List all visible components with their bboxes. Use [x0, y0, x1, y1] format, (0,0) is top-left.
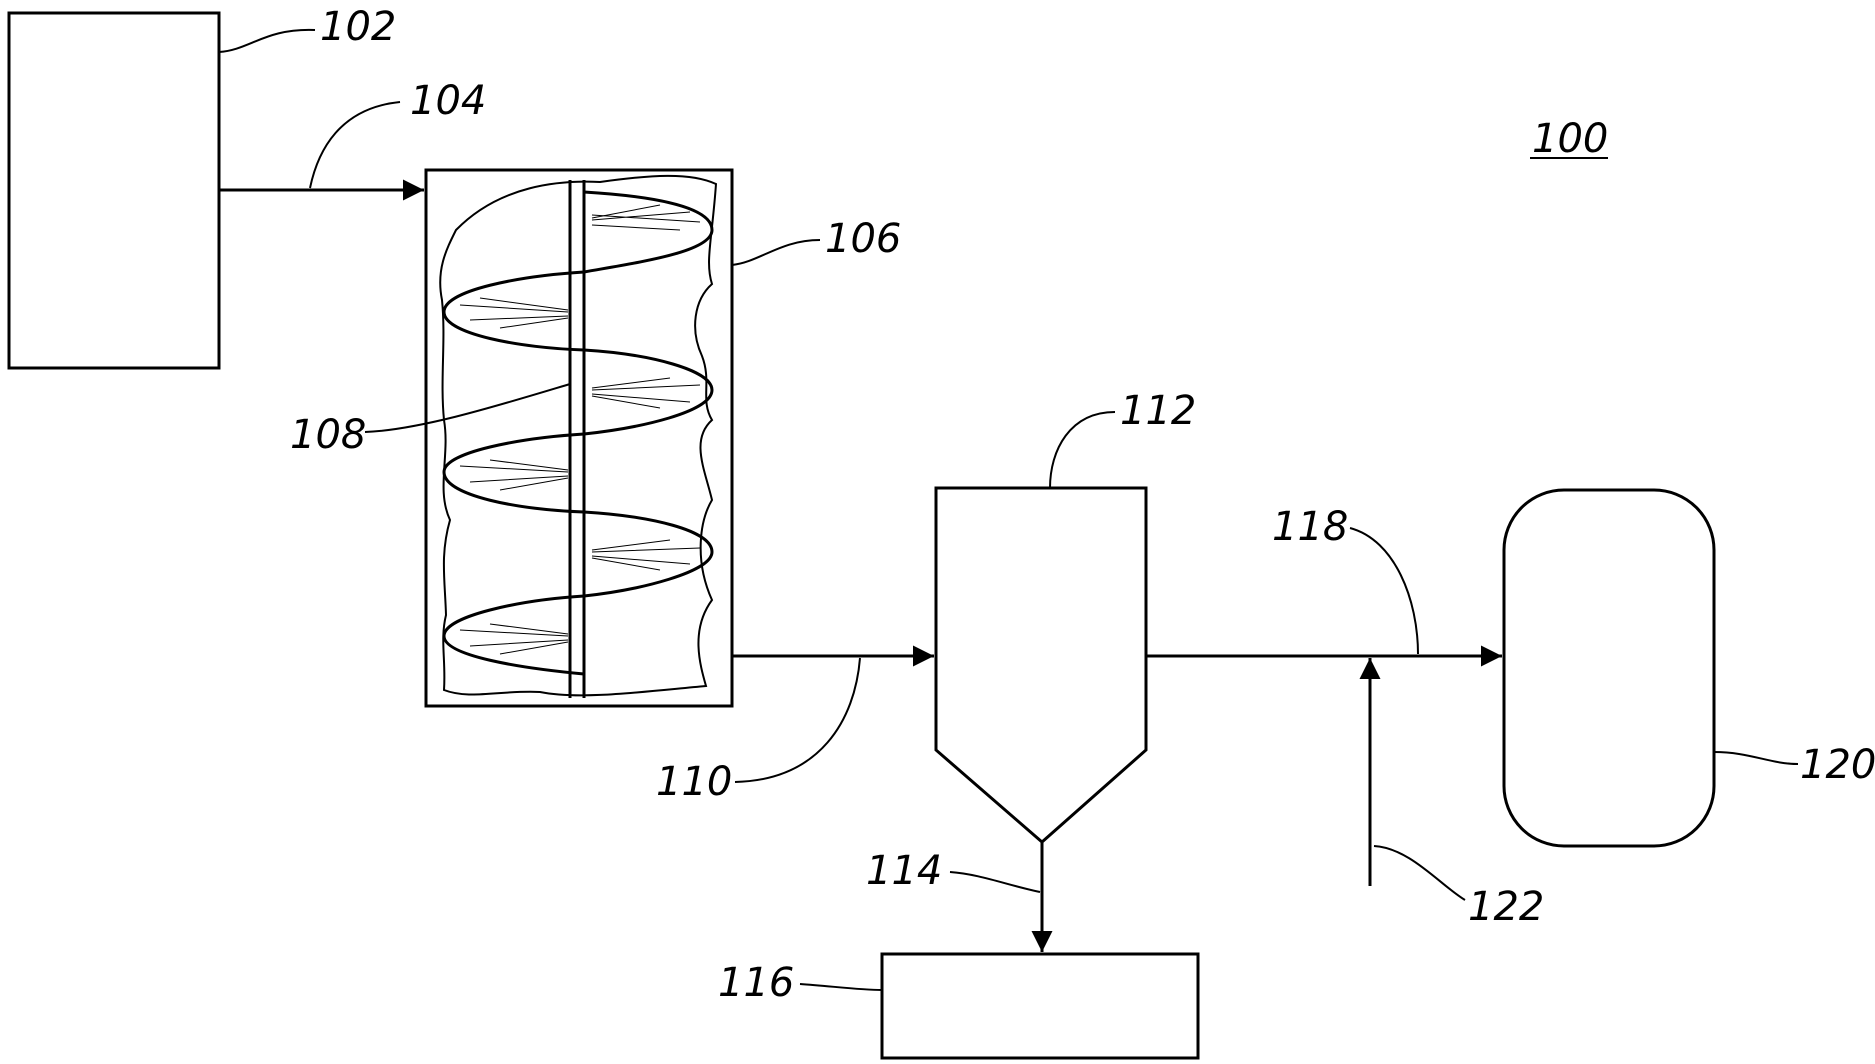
screw-conveyor: 106	[426, 170, 901, 706]
collection-box-rect	[882, 954, 1198, 1058]
underflow-ref: 114	[866, 848, 942, 894]
product-line-leader	[1350, 528, 1418, 654]
underflow-leader	[950, 872, 1040, 892]
product-line: 118	[1146, 504, 1502, 656]
separator-vessel: 112	[936, 388, 1196, 842]
screw-auger-leader	[365, 384, 570, 432]
screw-auger-ref: 108	[290, 412, 366, 458]
injection-line-ref: 122	[1468, 884, 1544, 930]
storage-tank: 120	[1504, 490, 1875, 846]
source-box-rect	[9, 13, 219, 368]
underflow-line: 114	[866, 842, 1042, 952]
product-line-ref: 118	[1272, 504, 1348, 550]
source-box-leader	[219, 30, 315, 52]
figure-number-label: 100	[1532, 116, 1608, 162]
separator-vessel-body	[936, 488, 1146, 842]
source-box: 102	[9, 4, 396, 368]
collection-box: 116	[718, 954, 1198, 1058]
injection-line: 122	[1370, 658, 1544, 930]
storage-tank-ref: 120	[1800, 742, 1875, 788]
injection-line-leader	[1374, 846, 1465, 900]
screw-conveyor-ref: 106	[825, 216, 901, 262]
storage-tank-leader	[1714, 752, 1798, 764]
feed-line-ref: 104	[410, 78, 486, 124]
separator-vessel-leader	[1050, 412, 1115, 488]
figure-number: 100	[1530, 116, 1608, 162]
separator-vessel-ref: 112	[1120, 388, 1196, 434]
source-box-ref: 102	[320, 4, 396, 50]
conveyor-outlet-line: 110	[656, 656, 934, 805]
storage-tank-body	[1504, 490, 1714, 846]
auger-flights	[444, 192, 712, 674]
feed-line: 104	[219, 78, 486, 190]
screw-conveyor-leader	[732, 240, 820, 265]
conveyor-outlet-leader	[735, 658, 860, 782]
conveyor-outlet-ref: 110	[656, 759, 732, 805]
feed-line-leader	[310, 102, 400, 188]
collection-box-leader	[800, 984, 882, 990]
screw-auger-callout: 108	[290, 384, 570, 458]
collection-box-ref: 116	[718, 960, 794, 1006]
